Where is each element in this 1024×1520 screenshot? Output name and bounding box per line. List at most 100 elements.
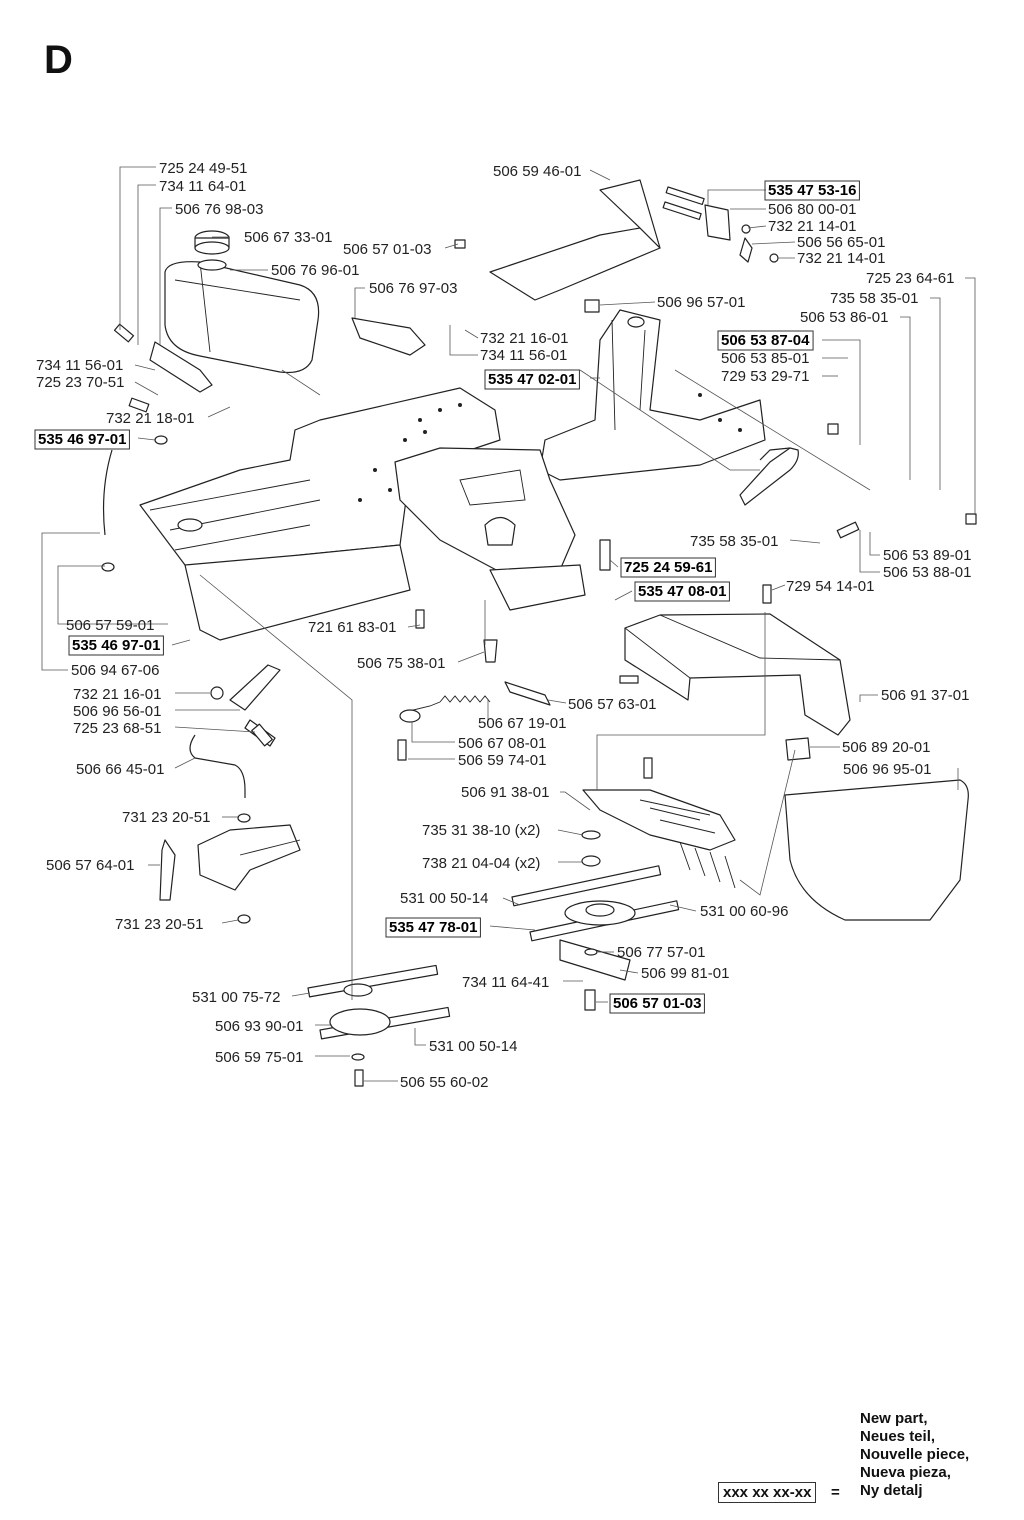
part-label: 506 99 81-01	[641, 965, 729, 982]
new-part-boxes	[34, 180, 860, 1014]
part-label: 732 21 14-01	[797, 250, 885, 267]
part-label: 506 57 59-01	[66, 617, 154, 634]
part-label: 506 76 98-03	[175, 201, 263, 218]
page-title: D	[44, 38, 73, 82]
legend-sample-box: xxx xx xx-xx	[718, 1482, 817, 1503]
part-label: 732 21 18-01	[106, 410, 194, 427]
new-part-box	[385, 917, 481, 938]
part-label: 535 47 02-01	[488, 371, 576, 388]
pin-clip	[159, 839, 176, 901]
part-label: 535 47 53-16	[768, 182, 856, 199]
new-part-box	[634, 581, 730, 602]
part-label: 732 21 16-01	[480, 330, 568, 347]
steering-bar	[739, 447, 799, 506]
part-label: 731 23 20-51	[115, 916, 203, 933]
new-part-box	[620, 557, 716, 578]
part-label: 506 59 74-01	[458, 752, 546, 769]
part-label: 506 57 63-01	[568, 696, 656, 713]
part-number-labels: 725 24 49-51 734 11 64-01 506 76 98-03 5…	[36, 160, 971, 1091]
part-label: 725 23 64-61	[866, 270, 954, 287]
legend-line: Neues teil,	[860, 1428, 936, 1445]
part-label: 506 59 46-01	[493, 163, 581, 180]
mounting-bracket	[210, 664, 281, 747]
part-label: 506 91 37-01	[881, 687, 969, 704]
part-label: 506 53 85-01	[721, 350, 809, 367]
new-part-box	[764, 180, 860, 201]
part-label: 738 21 04-04 (x2)	[422, 855, 540, 872]
part-label: 535 46 97-01	[38, 431, 126, 448]
part-label: 506 66 45-01	[76, 761, 164, 778]
legend-text: New part, Neues teil, Nouvelle piece, Nu…	[860, 1410, 969, 1500]
part-label: 535 46 97-01	[72, 637, 160, 654]
part-label: 506 94 67-06	[71, 662, 159, 679]
legend-line: New part,	[860, 1410, 928, 1427]
part-label: 506 53 88-01	[883, 564, 971, 581]
side-cover	[784, 779, 969, 921]
part-label: 732 21 16-01	[73, 686, 161, 703]
new-part-box	[484, 369, 580, 390]
part-label: 735 31 38-10 (x2)	[422, 822, 540, 839]
part-label: 506 96 57-01	[657, 294, 745, 311]
belt-cover	[624, 613, 851, 736]
part-label: 506 80 00-01	[768, 201, 856, 218]
part-label: 506 76 96-01	[271, 262, 359, 279]
part-label: 732 21 14-01	[768, 218, 856, 235]
blade-and-pulley-front	[511, 830, 680, 981]
part-label: 734 11 64-41	[462, 974, 549, 991]
part-label: 735 58 35-01	[830, 290, 918, 307]
cover-clip	[785, 737, 811, 761]
part-label: 734 11 64-01	[159, 178, 246, 195]
legend-line: Nouvelle piece,	[860, 1446, 970, 1463]
fuel-hose	[101, 435, 168, 572]
part-label: 506 57 01-03	[343, 241, 431, 258]
part-label: 506 57 01-03	[613, 995, 701, 1012]
part-label: 721 61 83-01	[308, 619, 396, 636]
part-label: 506 67 33-01	[244, 229, 332, 246]
fuel-tank	[164, 259, 320, 374]
part-label: 729 53 29-71	[721, 368, 809, 385]
seat-bracket-hardware	[662, 186, 779, 263]
part-label: 531 00 60-96	[700, 903, 788, 920]
blade-and-pulley-rear	[307, 964, 451, 1061]
part-label: 506 57 64-01	[46, 857, 134, 874]
part-label: 506 55 60-02	[400, 1074, 488, 1091]
part-label: 506 67 19-01	[478, 715, 566, 732]
new-part-legend: New part, Neues teil, Nouvelle piece, Nu…	[718, 1410, 998, 1510]
legend-equals: =	[831, 1484, 840, 1501]
part-label: 725 23 70-51	[36, 374, 124, 391]
part-label: 735 58 35-01	[690, 533, 778, 550]
part-label: 506 93 90-01	[215, 1018, 303, 1035]
part-label: 506 59 75-01	[215, 1049, 303, 1066]
gearbox-housing	[394, 447, 586, 611]
part-label: 535 47 78-01	[389, 919, 477, 936]
part-label: 725 23 68-51	[73, 720, 161, 737]
part-label: 734 11 56-01	[480, 347, 567, 364]
part-label: 506 76 97-03	[369, 280, 457, 297]
part-label: 506 53 86-01	[800, 309, 888, 326]
belt-guard	[582, 789, 736, 889]
part-label: 731 23 20-51	[122, 809, 210, 826]
pedal-bracket	[197, 813, 301, 924]
part-label: 531 00 50-14	[429, 1038, 517, 1055]
part-label: 506 67 08-01	[458, 735, 546, 752]
part-label: 729 54 14-01	[786, 578, 874, 595]
new-part-box	[34, 429, 130, 450]
part-label: 506 91 38-01	[461, 784, 549, 801]
part-label: 535 47 08-01	[638, 583, 726, 600]
legend-line: Nueva pieza,	[860, 1464, 951, 1481]
fuel-cap	[194, 230, 230, 255]
new-part-box	[609, 993, 705, 1014]
main-frame	[139, 387, 501, 641]
part-label: 506 53 89-01	[883, 547, 971, 564]
part-label: 531 00 50-14	[400, 890, 488, 907]
part-label: 531 00 75-72	[192, 989, 280, 1006]
new-part-box	[68, 635, 164, 656]
tank-bracket	[149, 317, 426, 393]
new-part-box	[717, 330, 814, 351]
part-label: 734 11 56-01	[36, 357, 123, 374]
part-label: 506 53 87-04	[721, 332, 810, 349]
part-label: 725 24 59-61	[624, 559, 712, 576]
rear-frame	[539, 309, 766, 481]
part-label: 725 24 49-51	[159, 160, 247, 177]
